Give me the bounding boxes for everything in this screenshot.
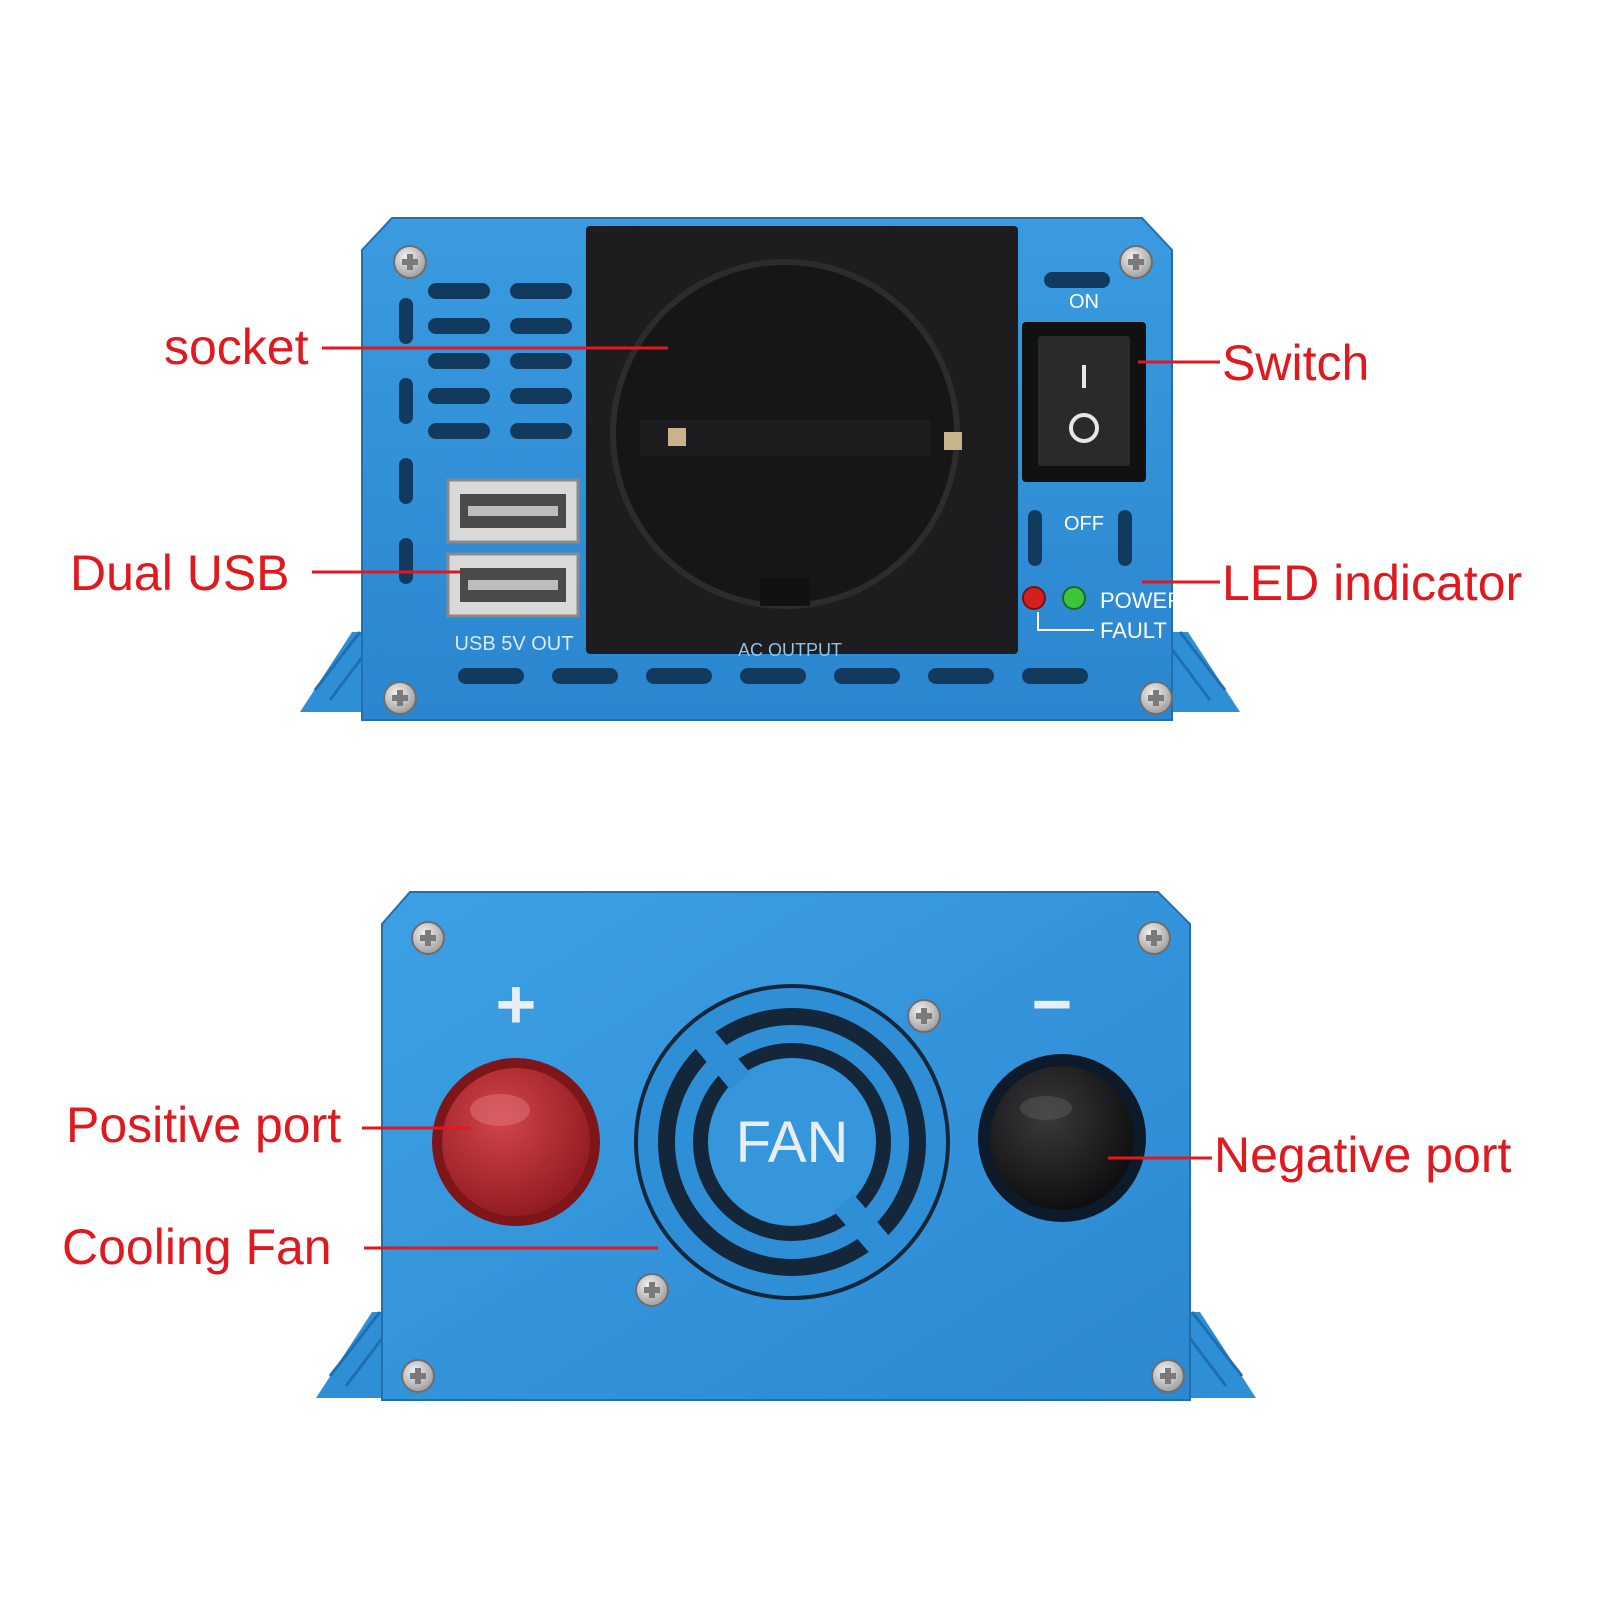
power-label: POWER bbox=[1100, 588, 1183, 613]
screw-icon bbox=[383, 681, 417, 715]
fault-led bbox=[1022, 586, 1046, 610]
minus-symbol: − bbox=[1032, 965, 1073, 1043]
front-vents bbox=[428, 272, 1132, 684]
left-vents bbox=[399, 298, 413, 584]
usb-out-label: USB 5V OUT bbox=[455, 633, 574, 655]
cooling-fan: FAN bbox=[634, 984, 950, 1300]
negative-port-callout: Negative port bbox=[1214, 1127, 1512, 1183]
socket-callout: socket bbox=[164, 319, 309, 375]
negative-terminal[interactable] bbox=[978, 1054, 1146, 1222]
screw-icon bbox=[401, 1359, 435, 1393]
back-panel: FAN + − bbox=[316, 891, 1256, 1401]
screw-icon bbox=[1137, 921, 1171, 955]
plus-symbol: + bbox=[496, 965, 537, 1043]
screw-icon bbox=[1139, 681, 1173, 715]
ac-output-label: AC OUTPUT bbox=[738, 640, 842, 660]
screw-icon bbox=[411, 921, 445, 955]
power-led bbox=[1062, 586, 1086, 610]
led-indicator-callout: LED indicator bbox=[1222, 555, 1523, 611]
screw-icon bbox=[1119, 245, 1153, 279]
fan-label: FAN bbox=[736, 1110, 849, 1175]
dual-usb-callout: Dual USB bbox=[70, 545, 290, 601]
cooling-fan-callout: Cooling Fan bbox=[62, 1219, 332, 1275]
socket-pin-left bbox=[668, 428, 686, 446]
usb-ports bbox=[446, 478, 580, 618]
switch-callout: Switch bbox=[1222, 335, 1370, 391]
bottom-leader-lines bbox=[362, 1126, 1212, 1250]
front-panel: USB 5V OUT AC OUTPUT ON OFF POWER FAULT bbox=[300, 217, 1240, 721]
positive-port-callout: Positive port bbox=[66, 1097, 342, 1153]
screw-icon bbox=[1151, 1359, 1185, 1393]
switch-off-label: OFF bbox=[1064, 513, 1104, 535]
top-leader-lines bbox=[312, 346, 1220, 584]
screw-icon bbox=[393, 245, 427, 279]
fault-label: FAULT bbox=[1100, 618, 1167, 643]
positive-terminal[interactable] bbox=[432, 1058, 600, 1226]
switch-on-label: ON bbox=[1069, 291, 1099, 313]
screw-icon bbox=[907, 999, 941, 1033]
socket-pin-right bbox=[944, 432, 962, 450]
screw-icon bbox=[635, 1273, 669, 1307]
